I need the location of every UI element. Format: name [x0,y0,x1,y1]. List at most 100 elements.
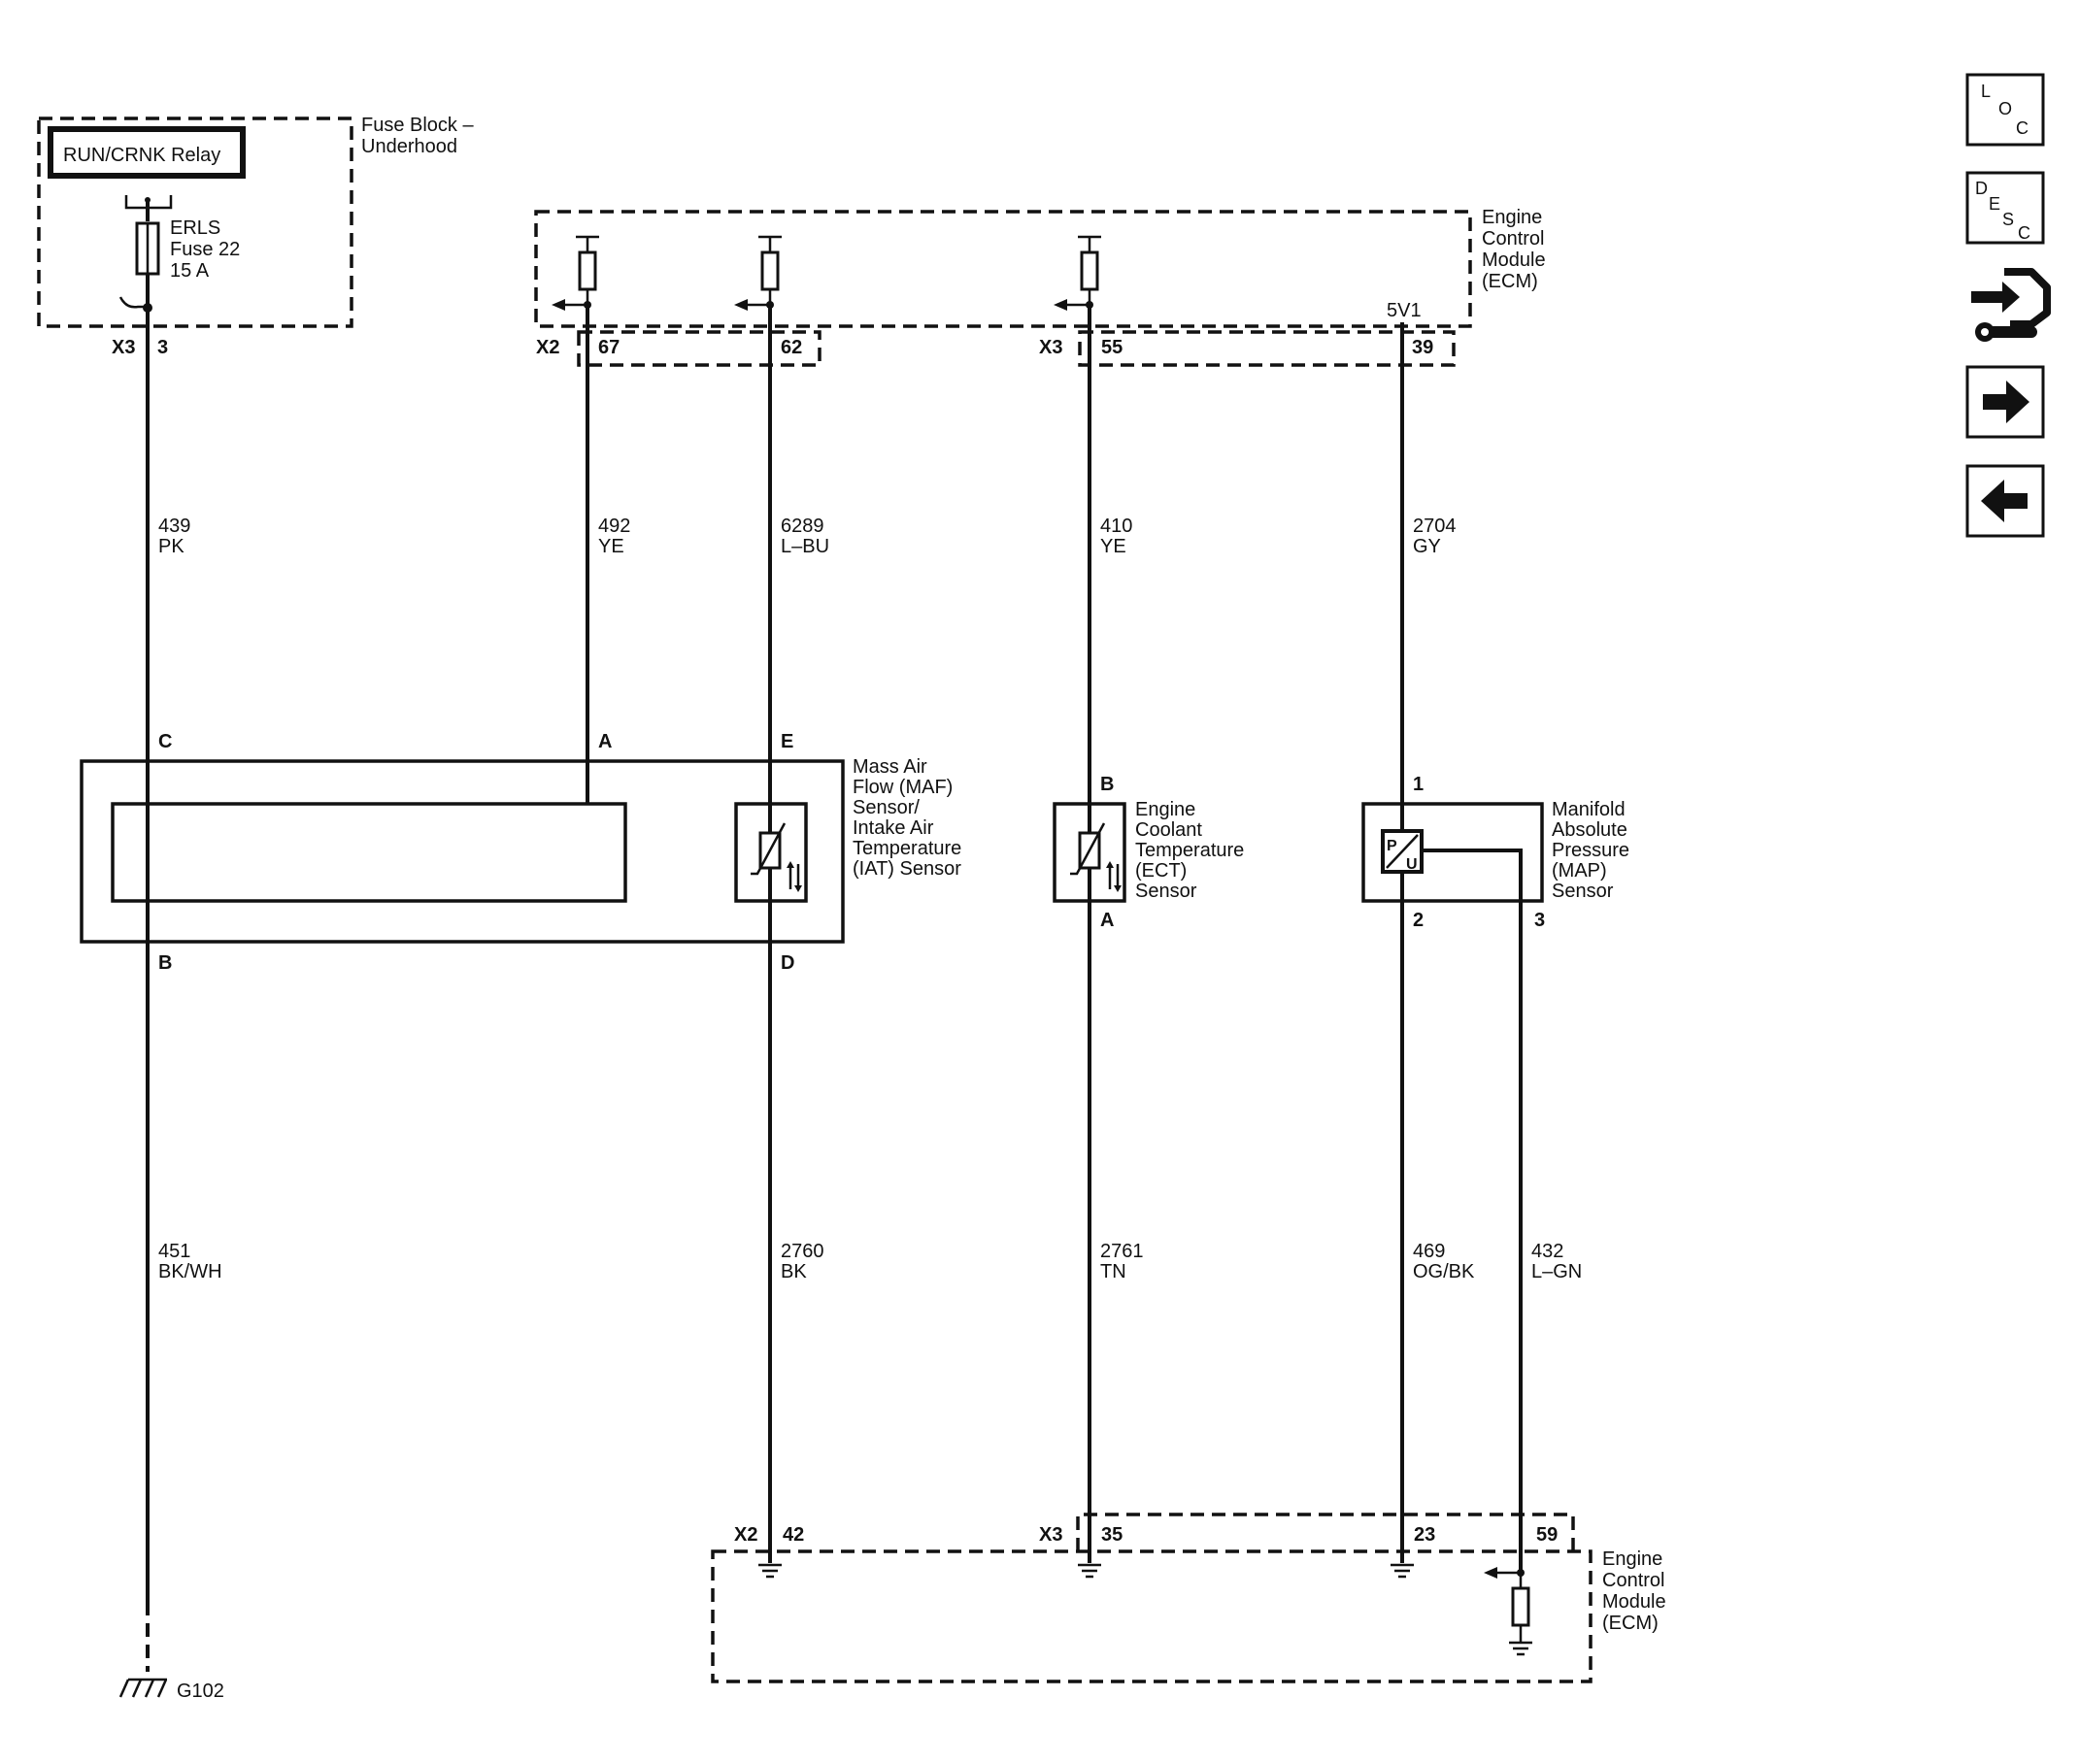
loc-button[interactable]: L O C [1965,73,2045,147]
maf-pin-a: A [598,731,612,752]
maf-title-4: Intake Air [853,817,934,839]
ect-pin-b: B [1100,774,1114,795]
ecm-bottom: Engine Control Module (ECM) X2 42 X3 35 … [711,1513,1666,1683]
upper-wire-labels: 439 PK 492 YE 6289 L–BU 410 YE 2704 GY [158,516,1457,557]
wire-6289-number: 6289 [781,516,824,537]
fuse-block-underhood: Fuse Block – Underhood RUN/CRNK Relay ER… [37,115,474,358]
map-glyph-p: P [1387,838,1397,854]
map-title-2: Absolute [1552,819,1627,841]
ecm-bottom-title-3: Module [1602,1591,1666,1613]
loc-glyph-l: L [1981,82,1991,101]
ect-pin-a: A [1100,910,1114,931]
ground-label: G102 [177,1681,224,1702]
ecm-pin-62: 62 [781,337,802,358]
ground-symbol-icon [758,1563,782,1579]
fuse-connector: X3 [112,337,135,358]
desc-glyph-c: C [2018,223,2030,243]
chassis-ground-icon [118,1678,168,1698]
ecm-top-conn-x2: X2 [536,337,559,358]
ground-g102: G102 [118,1602,224,1702]
wire-439-number: 439 [158,516,190,537]
ect-title-5: Sensor [1135,881,1197,902]
map-pin-3: 3 [1534,910,1545,931]
desc-glyph-s: S [2002,210,2014,229]
wire-451-number: 451 [158,1241,190,1262]
arrow-left-icon [1981,480,2028,522]
ecm-pin-35: 35 [1101,1524,1123,1546]
wire-2704-color: GY [1413,536,1441,557]
ecm-pullup-55 [1054,235,1101,311]
ecm-top-title-4: (ECM) [1482,271,1538,292]
maf-title-1: Mass Air [853,756,927,778]
wire-439-color: PK [158,536,184,557]
ecm-pulldown-59 [1484,1567,1532,1656]
map-title-5: Sensor [1552,881,1614,902]
wire-410-number: 410 [1100,516,1132,537]
wire-432 [1416,849,1523,1573]
maf-pin-e: E [781,731,793,752]
fuse-pin-3: 3 [157,337,168,358]
wire-451-color: BK/WH [158,1261,222,1282]
wire-2704-number: 2704 [1413,516,1457,537]
desc-glyph-e: E [1989,194,2000,214]
maf-pin-b: B [158,952,172,974]
ect-title-3: Temperature [1135,840,1244,861]
ecm-pin-55: 55 [1101,337,1123,358]
ecm-top-title-2: Control [1482,228,1544,250]
ground-symbol-icon [1391,1563,1414,1579]
fuse-block-title-1: Fuse Block – [361,115,474,136]
maf-pin-c: C [158,731,172,752]
wire-410-color: YE [1100,536,1126,557]
desc-icon: D E S C [1975,179,2030,243]
wires [146,305,1523,1602]
nav-toolbar: L O C D E S C [1965,73,2051,538]
ecm-pullup-62 [734,235,782,311]
wire-2761-color: TN [1100,1261,1126,1282]
ground-symbol-icon [1078,1563,1101,1579]
wire-2760-color: BK [781,1261,807,1282]
wire-469-color: OG/BK [1413,1261,1475,1282]
ecm-bottom-title-4: (ECM) [1602,1613,1659,1634]
maf-title-3: Sensor/ [853,797,920,818]
fuse-rating: 15 A [170,260,210,282]
ecm-bottom-title-2: Control [1602,1570,1664,1591]
ecm-bottom-conn-x3: X3 [1039,1524,1062,1546]
wire-469-number: 469 [1413,1241,1445,1262]
ect-title-2: Coolant [1135,819,1202,841]
ecm-pin-23: 23 [1414,1524,1435,1546]
maf-title-6: (IAT) Sensor [853,858,961,880]
maf-iat-sensor: C A E B D Mass Air Flow (MAF) Sensor/ In… [80,731,961,974]
desc-glyph-d: D [1975,179,1988,198]
fuse-name: ERLS [170,217,220,239]
ecm-pin-42: 42 [783,1524,804,1546]
ecm-top-title-3: Module [1482,250,1546,271]
ecm-5v-reference-label: 5V1 [1387,300,1422,321]
loc-glyph-c: C [2016,118,2029,138]
maf-title-2: Flow (MAF) [853,777,953,798]
map-glyph-u: U [1406,856,1418,873]
wire-6289-color: L–BU [781,536,829,557]
wire-432-color: L–GN [1531,1261,1582,1282]
ect-title-4: (ECT) [1135,860,1187,882]
maf-pin-d: D [781,952,794,974]
ect-sensor: B A Engine Coolant Temperature (ECT) Sen… [1053,774,1244,931]
wire-492-number: 492 [598,516,630,537]
lower-wire-labels: 451 BK/WH 2760 BK 2761 TN 469 OG/BK 432 … [158,1241,1582,1282]
ecm-pin-39: 39 [1412,337,1433,358]
connector-wrench-button[interactable] [1971,268,2051,342]
ecm-bottom-title-1: Engine [1602,1548,1662,1570]
ecm-bottom-conn-x2: X2 [734,1524,757,1546]
wire-432-number: 432 [1531,1241,1563,1262]
desc-button[interactable]: D E S C [1965,171,2045,245]
ecm-top-conn-x3: X3 [1039,337,1062,358]
ecm-pin-67: 67 [598,337,620,358]
ecm-top-title-1: Engine [1482,207,1542,228]
next-page-button[interactable] [1965,365,2045,439]
map-pin-2: 2 [1413,910,1424,931]
ecm-top: Engine Control Module (ECM) 5V1 [534,207,1546,367]
loc-icon: L O C [1981,82,2029,138]
wire-2760-number: 2760 [781,1241,824,1262]
map-title-4: (MAP) [1552,860,1607,882]
previous-page-button[interactable] [1965,464,2045,538]
